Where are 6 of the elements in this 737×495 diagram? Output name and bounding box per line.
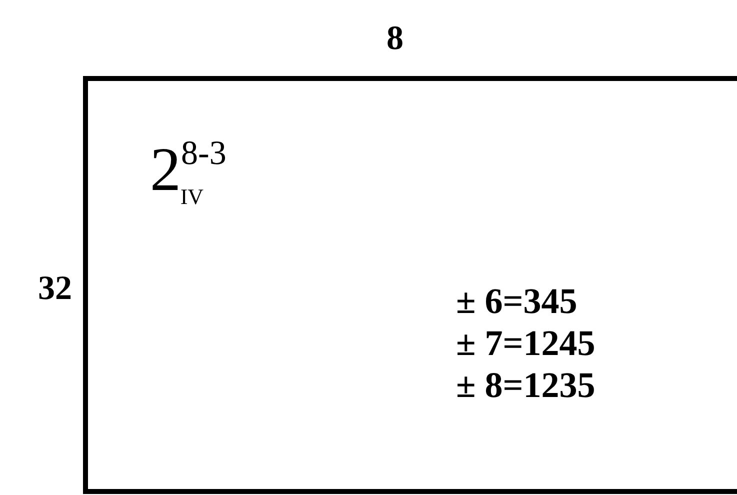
rectangle-box <box>83 76 737 494</box>
generator-text: ± 7=1245 <box>456 323 596 363</box>
generator-text: ± 8=1235 <box>456 365 596 405</box>
dimension-label: 8 <box>386 22 404 56</box>
dimension-label: 32 <box>37 272 72 306</box>
generator-text: ± 6=345 <box>456 281 578 321</box>
